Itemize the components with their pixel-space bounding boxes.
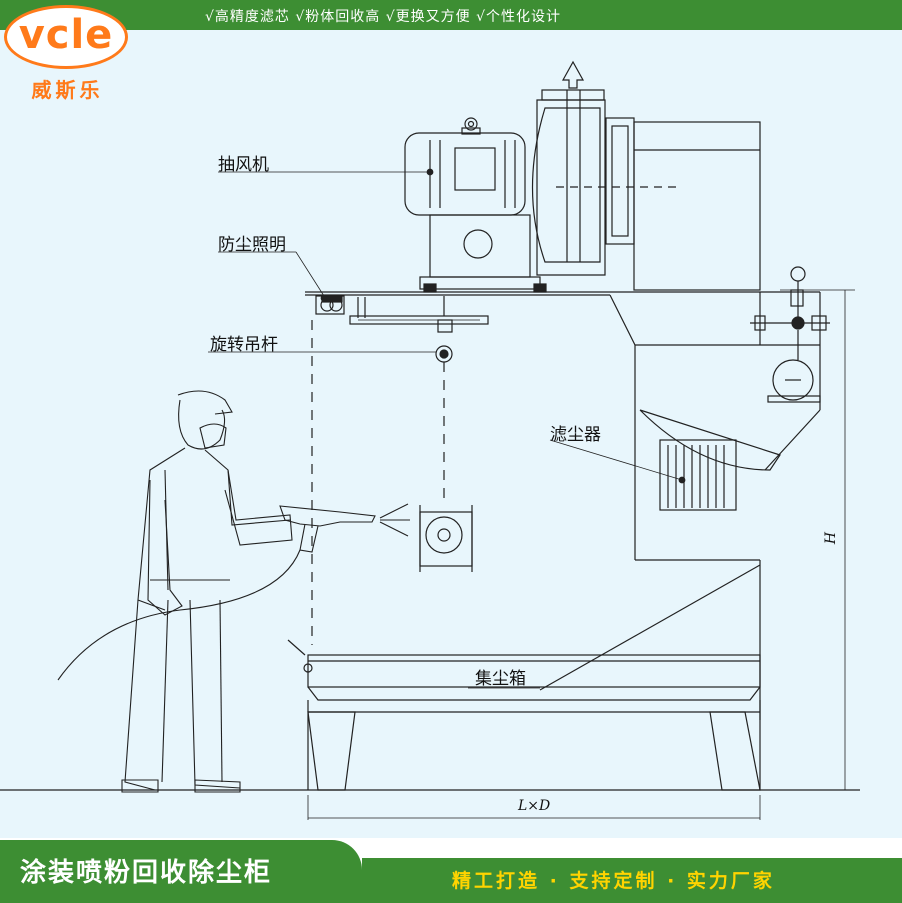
pressure-gauge-assembly (750, 266, 830, 403)
exhaust-fan (404, 89, 761, 293)
cabinet-legs (307, 700, 761, 791)
dust-collection-box (287, 639, 761, 701)
footer-tagline-bar (362, 858, 902, 903)
dimension-length-depth: L×D (518, 798, 551, 814)
dimension-height: H (823, 531, 840, 545)
brand-name: 威斯乐 (31, 78, 104, 102)
label-exhaust-fan: 抽风机 (218, 155, 269, 175)
top-banner (0, 0, 902, 30)
callout-lines (208, 168, 686, 689)
exhaust-arrow-icon (561, 60, 585, 89)
booth-cabinet (539, 291, 821, 720)
workpiece-hanger (419, 505, 473, 572)
product-title: 涂装喷粉回收除尘柜 (20, 858, 273, 888)
label-dust-light: 防尘照明 (218, 235, 286, 255)
dust-filter-unit (639, 409, 781, 511)
booth-technical-drawing (0, 60, 860, 820)
worker-figure (57, 390, 410, 793)
feature-slogan: √高精度滤芯 √粉体回收高 √更换又方便 √个性化设计 (205, 9, 562, 25)
rotating-boom (349, 296, 489, 500)
footer-tagline: 精工打造 · 支持定制 · 实力厂家 (452, 870, 775, 892)
brand-logo-text: vcle (18, 12, 114, 58)
dust-light-fixture (315, 295, 345, 315)
dimension-lines (307, 289, 855, 820)
footer-title-box (0, 840, 362, 903)
label-rotating-boom: 旋转吊杆 (210, 335, 278, 355)
label-dust-box: 集尘箱 (475, 669, 526, 689)
label-dust-filter: 滤尘器 (550, 425, 601, 445)
brand-logo (4, 5, 128, 69)
